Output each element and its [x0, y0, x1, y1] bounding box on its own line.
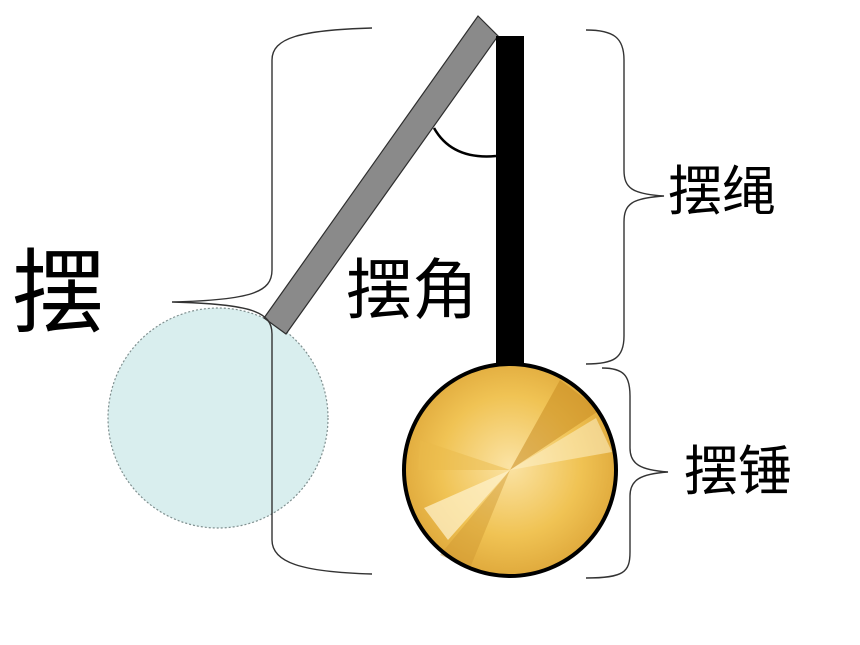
- swing-angle-label: 摆角: [346, 252, 478, 329]
- vertical-rope: [496, 36, 524, 370]
- swung-rope: [263, 15, 499, 335]
- pendulum-brace: [171, 27, 373, 575]
- bob-brace: [585, 367, 669, 579]
- string-brace: [585, 29, 665, 365]
- string-label: 摆绳: [668, 160, 776, 223]
- swung-bob-ghost: [107, 307, 329, 529]
- bob-label: 摆锤: [684, 440, 792, 503]
- swing-angle-arc: [432, 127, 497, 158]
- pendulum-bob: [402, 362, 618, 578]
- pendulum-label: 摆: [12, 240, 105, 347]
